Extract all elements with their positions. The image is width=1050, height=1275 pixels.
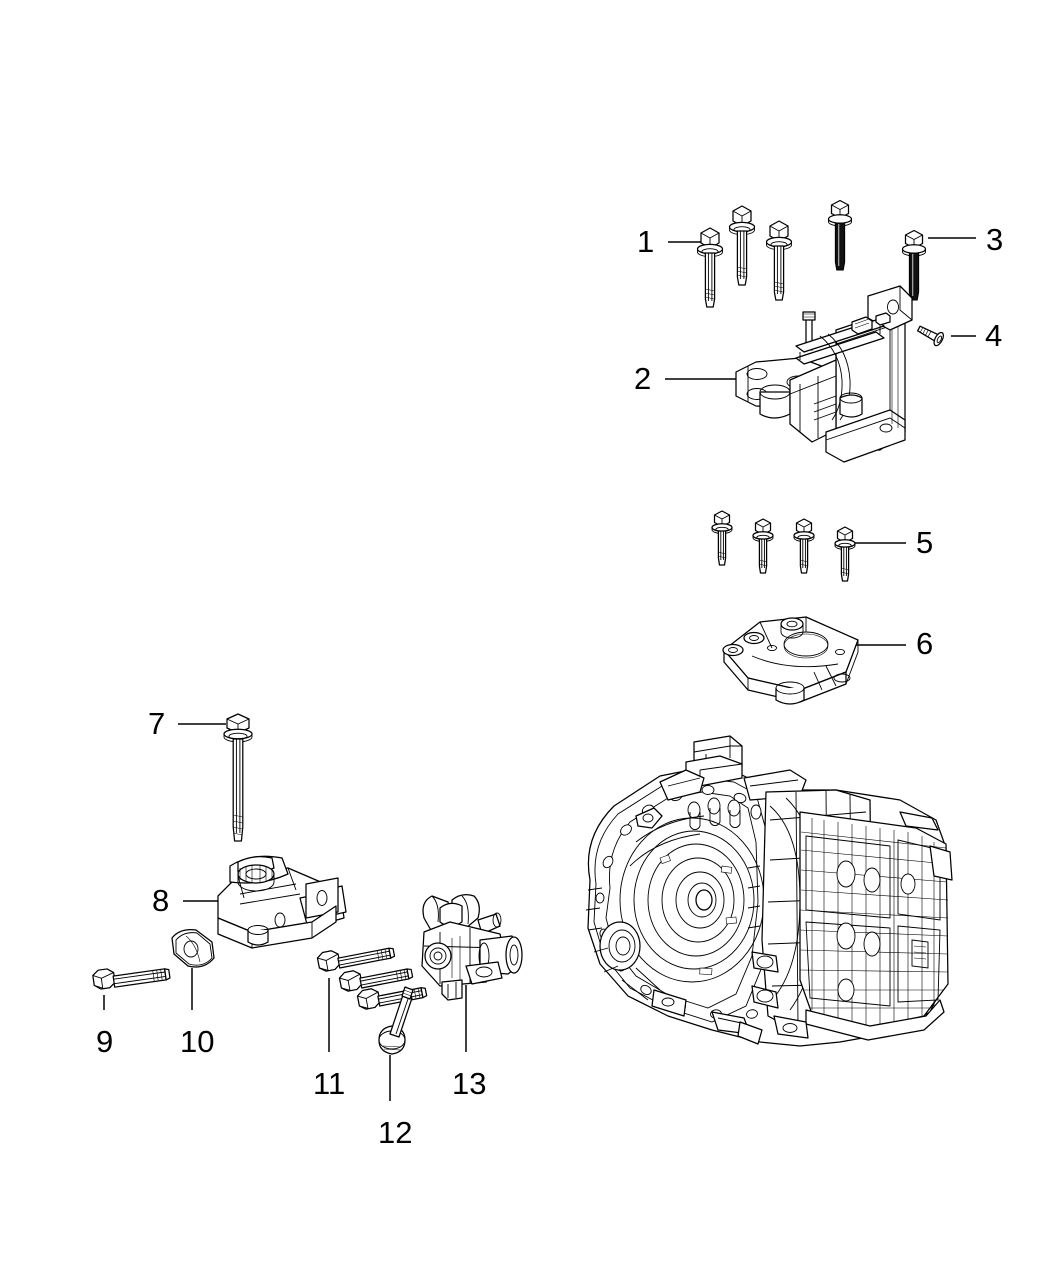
- callout-5: 5: [916, 525, 934, 560]
- part-9-hex-bolt: [91, 967, 171, 991]
- part-7-long-bolt: [223, 713, 253, 842]
- callout-3: 3: [986, 222, 1004, 257]
- callout-2: 2: [634, 361, 652, 396]
- callout-10: 10: [180, 1024, 215, 1059]
- callout-4: 4: [985, 318, 1003, 353]
- callout-9: 9: [96, 1024, 114, 1059]
- callout-7: 7: [148, 706, 166, 741]
- part-4-small-screw: [917, 325, 945, 347]
- callout-1: 1: [637, 224, 655, 259]
- part-8-torque-strut-mount: [217, 855, 347, 949]
- mid-bolt-group: [711, 510, 856, 582]
- callout-11: 11: [313, 1066, 346, 1101]
- part-2-engine-mount: [735, 285, 913, 463]
- part-12-angled-stud: [378, 986, 414, 1055]
- part-6-mount-bracket: [722, 616, 859, 705]
- callout-13: 13: [452, 1066, 487, 1101]
- callout-8: 8: [152, 883, 170, 918]
- transaxle-assembly: [585, 735, 953, 1047]
- callout-6: 6: [916, 626, 934, 661]
- part-13-roll-restrictor: [421, 894, 523, 1001]
- part-10-bushing: [171, 929, 215, 968]
- callout-12: 12: [378, 1115, 413, 1150]
